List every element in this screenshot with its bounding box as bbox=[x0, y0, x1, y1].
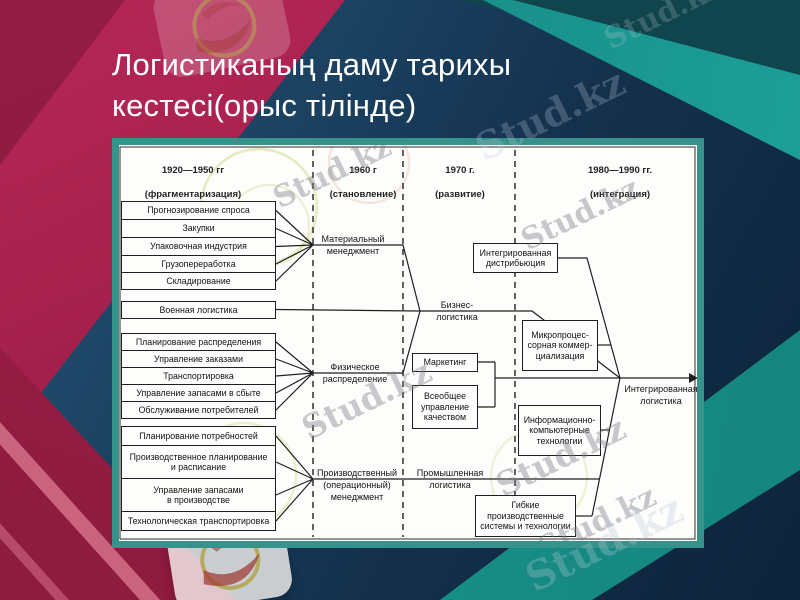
flow-box-it-technologies: Информационно- компьютерные технологии bbox=[518, 405, 601, 456]
flow-box: Производственное планирование и расписан… bbox=[121, 445, 276, 479]
diagram-panel: 1920—1950 гг (фрагментаризация) 1960 г (… bbox=[112, 138, 704, 548]
flow-box: Обслуживание потребителей bbox=[121, 401, 276, 419]
flow-box: Технологическая транспортировка bbox=[121, 511, 276, 531]
flow-box: Закупки bbox=[121, 219, 276, 238]
timeline-column-3: 1970 г. (развитие) bbox=[419, 153, 501, 213]
period-label: 1970 г. bbox=[445, 165, 475, 176]
flow-box: Управление заказами bbox=[121, 350, 276, 368]
flow-box-tqm: Всеобщее управление качеством bbox=[412, 385, 478, 429]
phase-label: (фрагментаризация) bbox=[144, 189, 242, 200]
stage-label-industrial-logistics: Промышленная логистика bbox=[416, 468, 484, 490]
period-label: 1960 г bbox=[349, 165, 377, 176]
phase-label: (становление) bbox=[329, 189, 397, 200]
flow-box: Планирование потребностей bbox=[121, 426, 276, 446]
flow-box-flexible-systems: Гибкие производственные системы и технол… bbox=[475, 495, 576, 537]
period-label: 1980—1990 гг. bbox=[587, 165, 652, 176]
stage-label-production-management: Производственный (операционный) менеджме… bbox=[316, 468, 398, 502]
slide-title-line1: Логистиканың даму тарихы bbox=[112, 47, 512, 82]
studkz-watermark: Stud.kz bbox=[598, 0, 728, 57]
arrow-head-icon bbox=[689, 373, 697, 383]
pink-stripe bbox=[0, 431, 112, 600]
result-label-integrated-logistics: Интегрированная логистика bbox=[624, 384, 697, 406]
flow-box: Управление запасами в сбыте bbox=[121, 384, 276, 402]
slide-title-line2: кестесі(орыс тілінде) bbox=[112, 88, 417, 123]
flow-box: Грузопереработка bbox=[121, 255, 276, 273]
flow-box: Упаковочная индустрия bbox=[121, 237, 276, 256]
flow-box: Управление запасами в производстве bbox=[121, 478, 276, 512]
stage-label-material-management: Материальный менеджмент bbox=[321, 234, 385, 256]
flow-box: Складирование bbox=[121, 272, 276, 290]
stage-label-physical-distribution: Физическое распределение bbox=[322, 362, 388, 384]
flow-box-integrated-distribution: Интегрированная дистрибьюция bbox=[473, 243, 558, 273]
slide-title: Логистиканың даму тарихы кестесі(орыс ті… bbox=[112, 44, 511, 126]
stage-label-business-logistics: Бизнес- логистика bbox=[436, 300, 478, 322]
flow-box: Планирование распределения bbox=[121, 333, 276, 351]
diagram-canvas: 1920—1950 гг (фрагментаризация) 1960 г (… bbox=[119, 145, 697, 541]
phase-label: (развитие) bbox=[435, 189, 485, 200]
flow-box: Военная логистика bbox=[121, 301, 276, 319]
flow-box-microprocessor: Микропроцес- сорная коммер- циализация bbox=[522, 320, 598, 371]
period-label: 1920—1950 гг bbox=[161, 165, 225, 176]
flow-box: Прогнозирование спроса bbox=[121, 201, 276, 220]
phase-label: (интеграция) bbox=[589, 189, 651, 200]
flow-box: Транспортировка bbox=[121, 367, 276, 385]
timeline-column-2: 1960 г (становление) bbox=[323, 153, 403, 213]
timeline-column-4: 1980—1990 гг. (интеграция) bbox=[559, 153, 681, 213]
flow-box-marketing: Маркетинг bbox=[412, 353, 478, 372]
